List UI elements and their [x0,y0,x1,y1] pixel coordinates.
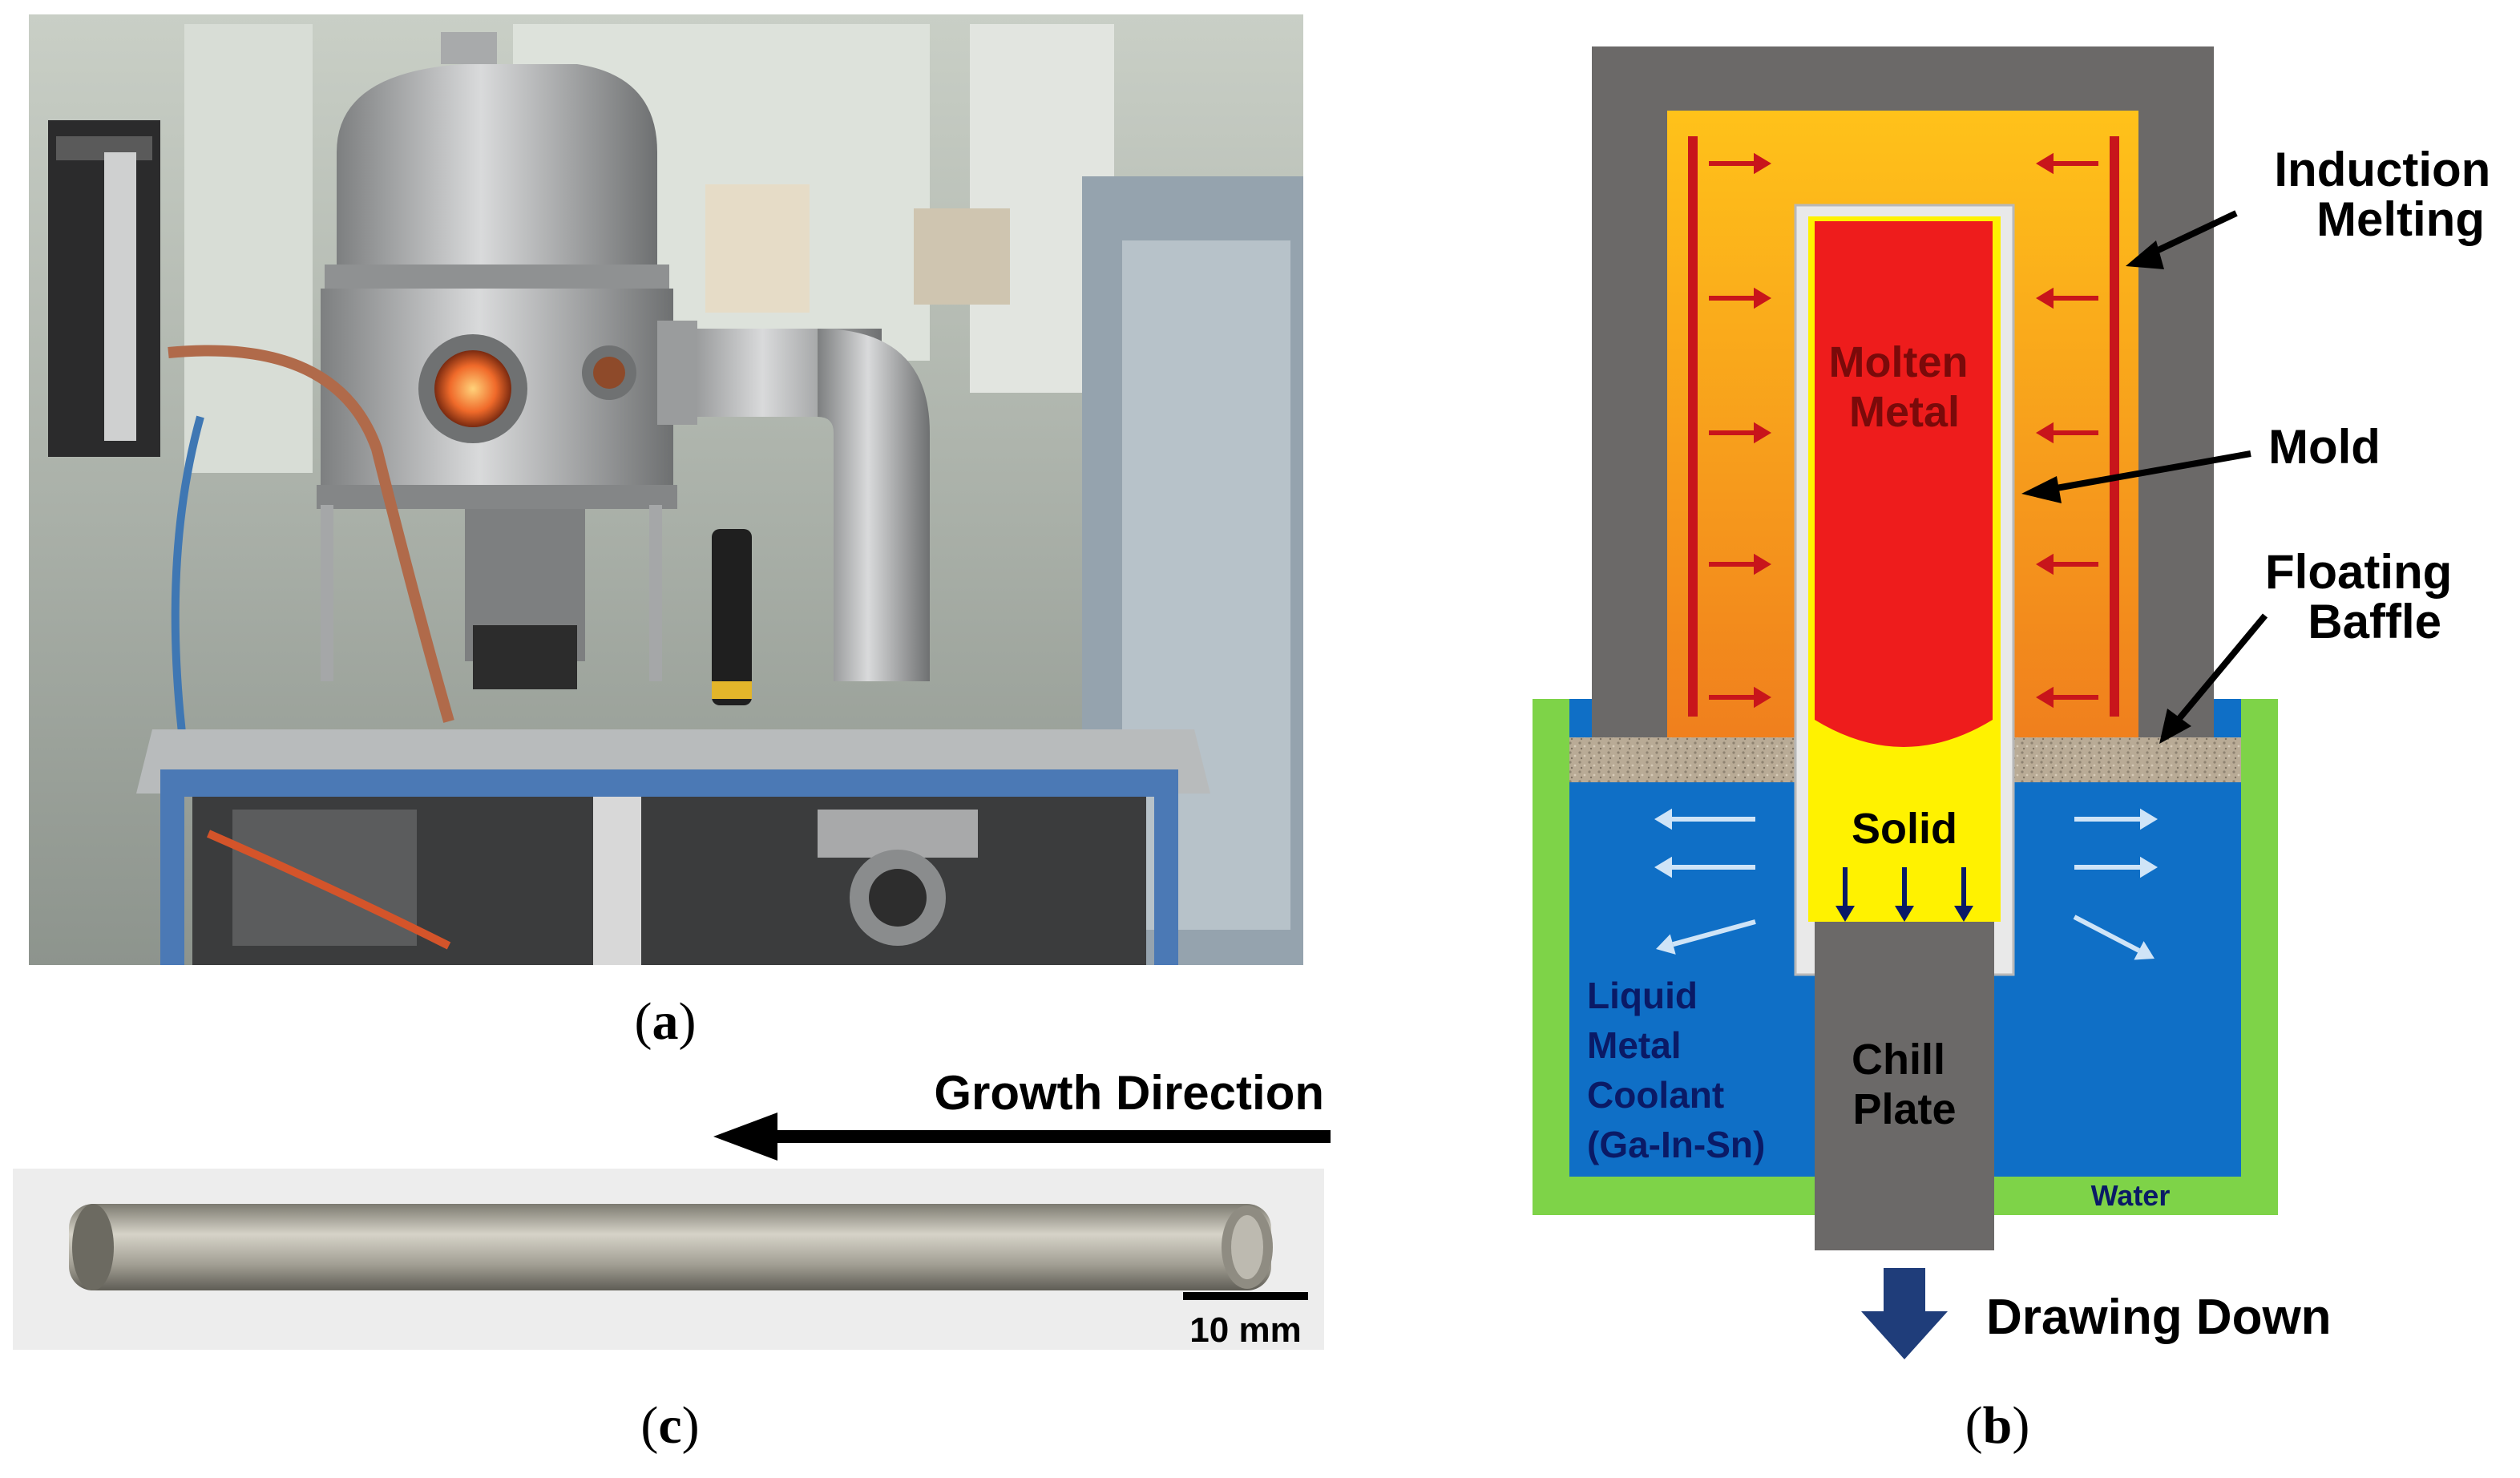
molten-metal-label: Molten Metal [1829,338,1981,436]
heat-arrow-left-head [1754,152,1771,175]
coolant-arrow-head [1654,856,1672,878]
induction-coil-right [2110,136,2119,717]
mold-label: Mold [2268,420,2381,474]
solid-label: Solid [1852,805,1957,853]
coolant-arrow-shaft [1672,919,1756,947]
drawing-down-arrow [1861,1268,1948,1359]
solidification-arrows [1835,867,1973,922]
coolant-arrow-head [2140,856,2158,878]
induction-melting-label: Induction Melting [2274,143,2504,246]
chill-plate-label: Chill Plate [1852,1036,1957,1133]
heat-arrow-left-head [1754,287,1771,309]
heat-arrow-left-head [1754,553,1771,575]
drawing-down-label: Drawing Down [1986,1290,2332,1345]
caption-b: (b) [1965,1396,2030,1455]
water-label: Water [2091,1179,2171,1212]
panel-c-photo [13,1169,1324,1350]
heat-arrow-left-head [1754,686,1771,709]
induction-coil-left [1688,136,1698,717]
coolant-arrow-head [1654,808,1672,830]
solidification-arrow-head [1895,906,1914,922]
coolant-flow-arrows [1654,808,2158,960]
molten-metal [1815,221,1993,747]
scale-bar-label: 10 mm [1189,1310,1301,1350]
chill-plate [1815,922,1994,1250]
panel-a-photo [29,14,1303,965]
growth-direction-label: Growth Direction [934,1066,1324,1120]
scale-bar [1183,1292,1308,1300]
heat-arrow-right-head [2036,686,2054,709]
coolant-arrow-head [2140,808,2158,830]
solidification-arrow-head [1954,906,1973,922]
coolant-arrow-head [1656,934,1676,955]
heat-arrow-left-head [1754,422,1771,444]
caption-a: (a) [635,992,697,1051]
caption-c: (c) [640,1396,699,1455]
growth-direction-arrow [713,1113,1331,1161]
floating-baffle-label: Floating Baffle [2265,545,2465,648]
coolant-arrow-shaft [2073,915,2140,953]
coolant-arrow-head [2134,941,2155,960]
pointer-arrows [2021,210,2268,744]
solidification-arrow-head [1835,906,1855,922]
heat-arrow-right-head [2036,422,2054,444]
heat-arrows [1709,152,2098,709]
heat-arrow-right-head [2036,287,2054,309]
heat-arrow-right-head [2036,553,2054,575]
heat-arrow-right-head [2036,152,2054,175]
coolant-label: Liquid Metal Coolant (Ga-In-Sn) [1587,975,1765,1165]
